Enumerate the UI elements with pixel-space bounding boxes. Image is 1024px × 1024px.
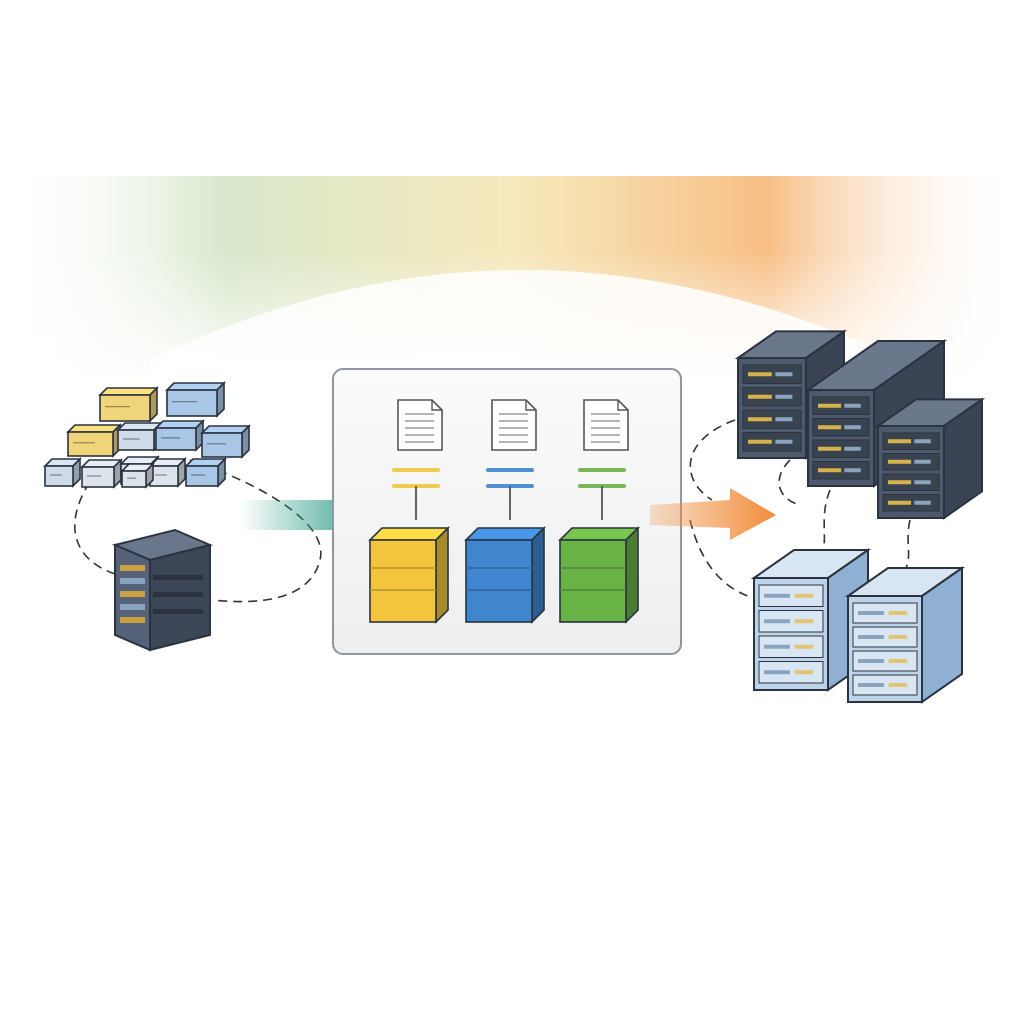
background-band <box>0 176 1024 400</box>
source-data-chunks <box>43 381 251 489</box>
server-rack-icon <box>874 397 986 520</box>
destination-light-servers <box>750 548 966 704</box>
server-tower-icon <box>111 528 214 652</box>
data-chunk-icon <box>80 458 123 489</box>
server-rack-icon <box>844 566 966 704</box>
data-block-icon <box>558 526 640 624</box>
data-chunk-icon <box>43 457 82 488</box>
data-chunk-icon <box>154 419 205 452</box>
data-block-icon <box>368 526 450 624</box>
data-chunk-icon <box>165 381 226 418</box>
document-icon <box>583 399 629 451</box>
arrow-right-icon <box>650 488 776 540</box>
lane-connector <box>486 468 534 520</box>
data-chunk-icon <box>116 421 163 452</box>
data-chunk-icon <box>148 457 187 488</box>
data-chunk-icon <box>98 386 159 423</box>
document-icon <box>397 399 443 451</box>
lane-connector <box>392 468 440 520</box>
data-chunk-icon <box>200 424 251 459</box>
processing-lanes <box>368 399 640 624</box>
document-icon <box>491 399 537 451</box>
lane-connector <box>578 468 626 520</box>
data-chunk-icon <box>66 423 122 458</box>
data-chunk-icon <box>184 457 227 488</box>
destination-dark-servers <box>734 329 986 520</box>
data-block-icon <box>464 526 546 624</box>
data-chunk-icon <box>120 462 155 489</box>
